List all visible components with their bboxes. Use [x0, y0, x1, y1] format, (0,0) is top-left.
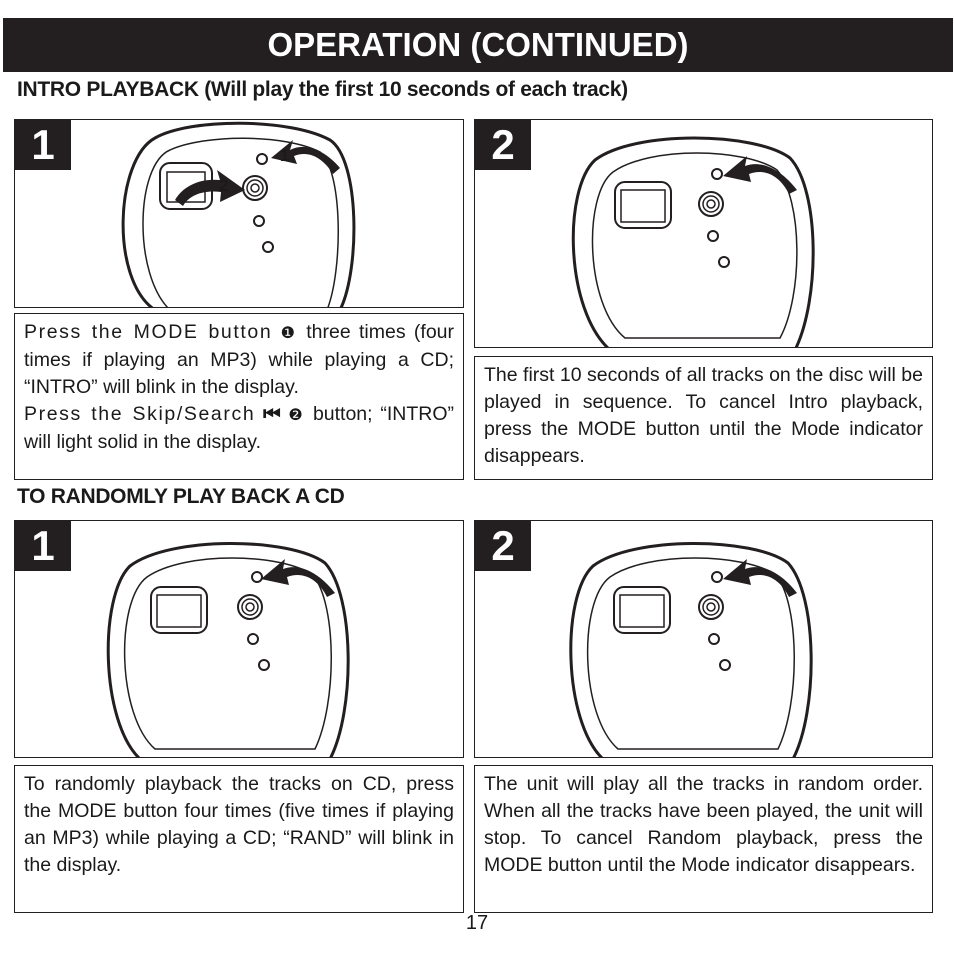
random-heading: TO RANDOMLY PLAY BACK A CD — [17, 485, 345, 508]
callout-1-icon: ❶ — [280, 325, 298, 342]
skip-instruction: Press the Skip/Search — [24, 403, 256, 425]
intro-step2-illustration — [474, 119, 933, 348]
step-number-badge: 1 — [15, 120, 71, 170]
intro-step2-text: The first 10 seconds of all tracks on th… — [474, 356, 933, 480]
cd-player-diagram — [121, 121, 356, 307]
step-number-badge: 1 — [15, 521, 71, 571]
intro-step1-text: Press the MODE button ❶ three times (fou… — [14, 313, 464, 480]
random-step2-illustration — [474, 520, 933, 758]
callout-2-icon: ❷ — [288, 407, 306, 424]
cd-player-diagram — [571, 136, 815, 347]
skip-instruction-cont: button; “INTRO” will light solid in the … — [24, 403, 455, 453]
mode-instruction-cont: three times (four times if playing an MP… — [24, 321, 455, 398]
intro-heading: INTRO PLAYBACK (Will play the first 10 s… — [17, 78, 628, 101]
random-step1-text: To randomly playback the tracks on CD, p… — [14, 765, 464, 913]
page-number: 17 — [465, 912, 489, 934]
callout-mode-number: 1 — [280, 146, 290, 165]
mode-instruction: Press the MODE button — [24, 321, 273, 343]
cd-player-diagram — [106, 542, 350, 757]
intro-cancel-instruction: The first 10 seconds of all tracks on th… — [484, 364, 923, 467]
random-step2-text: The unit will play all the tracks in ran… — [474, 765, 933, 913]
intro-step1-illustration — [14, 119, 464, 308]
cd-player-diagram — [569, 542, 813, 757]
skip-back-icon: ⏮ — [263, 403, 281, 425]
random-step1-illustration — [14, 520, 464, 758]
page-title: OPERATION (CONTINUED) — [3, 18, 953, 72]
step-number-badge: 2 — [475, 521, 531, 571]
random-cancel-instruction: The unit will play all the tracks in ran… — [484, 773, 923, 876]
callout-skip-number: 2 — [219, 176, 229, 195]
random-mode-instruction: To randomly playback the tracks on CD, p… — [24, 773, 454, 876]
step-number-badge: 2 — [475, 120, 531, 170]
